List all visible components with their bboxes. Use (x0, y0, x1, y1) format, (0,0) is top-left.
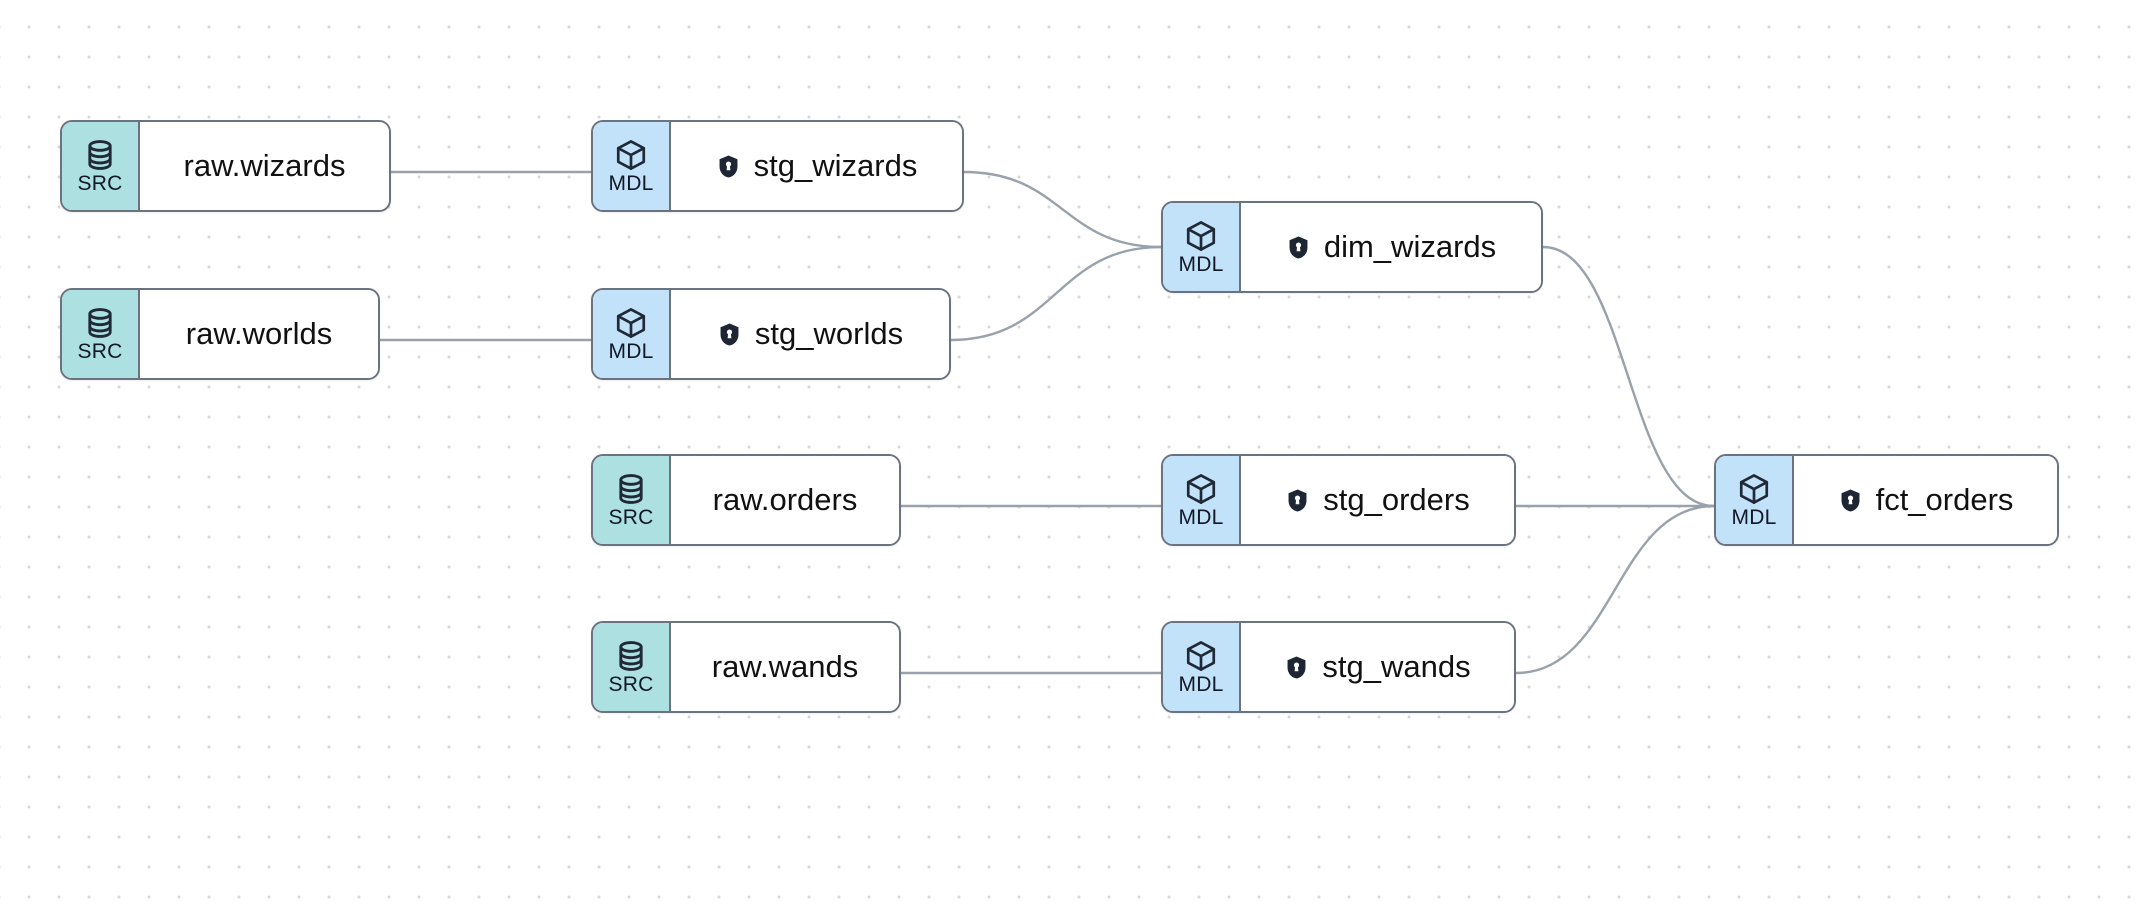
lineage-node-raw_worlds[interactable]: SRC raw.worlds (60, 288, 380, 380)
node-body: stg_worlds (671, 290, 949, 378)
node-type-label: MDL (1731, 505, 1777, 529)
node-body: raw.wizards (140, 122, 389, 210)
node-type-label: SRC (608, 505, 654, 529)
node-label-stg_worlds: stg_worlds (754, 315, 904, 351)
cube-icon (1184, 219, 1218, 253)
node-type-label: SRC (77, 339, 123, 363)
node-body: raw.orders (671, 456, 899, 544)
node-body: dim_wizards (1241, 203, 1541, 291)
shield-lock-icon (716, 154, 741, 179)
database-icon (83, 306, 117, 340)
cube-icon (1737, 472, 1771, 506)
node-type-badge-mdl: MDL (1163, 623, 1241, 711)
node-type-label: MDL (608, 339, 654, 363)
node-type-badge-mdl: MDL (1716, 456, 1794, 544)
node-type-badge-mdl: MDL (1163, 456, 1241, 544)
node-type-badge-src: SRC (62, 290, 140, 378)
cube-icon (1184, 639, 1218, 673)
shield-lock-icon (1284, 655, 1309, 680)
node-label-raw_orders: raw.orders (712, 481, 858, 517)
database-icon (614, 472, 648, 506)
lineage-node-raw_orders[interactable]: SRC raw.orders (591, 454, 901, 546)
node-label-raw_wands: raw.wands (711, 648, 859, 684)
cube-icon (614, 306, 648, 340)
node-type-label: MDL (1178, 672, 1224, 696)
cube-icon (614, 138, 648, 172)
lineage-node-raw_wands[interactable]: SRC raw.wands (591, 621, 901, 713)
lineage-node-raw_wizards[interactable]: SRC raw.wizards (60, 120, 391, 212)
node-type-badge-src: SRC (593, 456, 671, 544)
database-icon (614, 639, 648, 673)
node-body: stg_wands (1241, 623, 1514, 711)
shield-lock-icon (1838, 488, 1863, 513)
node-label-dim_wizards: dim_wizards (1323, 228, 1497, 264)
node-type-badge-mdl: MDL (593, 290, 671, 378)
cube-icon (1184, 472, 1218, 506)
node-type-label: MDL (608, 171, 654, 195)
node-body: raw.wands (671, 623, 899, 711)
node-label-stg_wizards: stg_wizards (753, 147, 918, 183)
node-body: fct_orders (1794, 456, 2057, 544)
node-body: stg_wizards (671, 122, 962, 210)
lineage-node-fct_orders[interactable]: MDL fct_orders (1714, 454, 2059, 546)
node-type-label: SRC (77, 171, 123, 195)
lineage-node-stg_worlds[interactable]: MDL stg_worlds (591, 288, 951, 380)
database-icon (83, 138, 117, 172)
node-label-raw_wizards: raw.wizards (183, 147, 346, 183)
node-label-fct_orders: fct_orders (1875, 481, 2014, 517)
node-type-badge-mdl: MDL (593, 122, 671, 210)
shield-lock-icon (717, 322, 742, 347)
node-type-badge-src: SRC (62, 122, 140, 210)
node-type-badge-mdl: MDL (1163, 203, 1241, 291)
node-label-stg_wands: stg_wands (1322, 648, 1471, 684)
node-label-raw_worlds: raw.worlds (185, 315, 333, 351)
shield-lock-icon (1285, 488, 1310, 513)
lineage-node-dim_wizards[interactable]: MDL dim_wizards (1161, 201, 1543, 293)
lineage-node-stg_wizards[interactable]: MDL stg_wizards (591, 120, 964, 212)
shield-lock-icon (1286, 235, 1311, 260)
node-body: raw.worlds (140, 290, 378, 378)
node-label-stg_orders: stg_orders (1323, 481, 1470, 517)
lineage-node-stg_wands[interactable]: MDL stg_wands (1161, 621, 1516, 713)
lineage-node-stg_orders[interactable]: MDL stg_orders (1161, 454, 1516, 546)
node-type-label: MDL (1178, 252, 1224, 276)
node-type-label: MDL (1178, 505, 1224, 529)
node-type-badge-src: SRC (593, 623, 671, 711)
node-type-label: SRC (608, 672, 654, 696)
node-body: stg_orders (1241, 456, 1514, 544)
